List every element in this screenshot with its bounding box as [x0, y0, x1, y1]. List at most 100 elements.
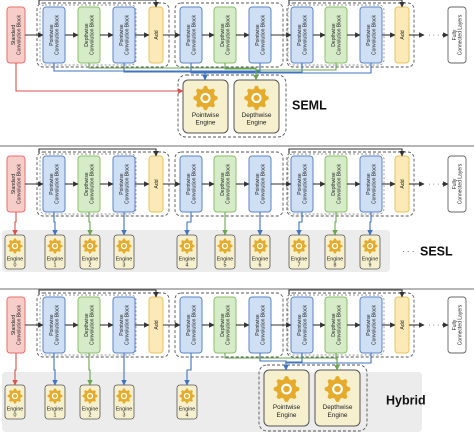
fully-connected-layers: FullyConnected Layers [447, 155, 467, 213]
block-label: Add [154, 320, 160, 329]
engine-label-line: Depthwise [242, 112, 272, 119]
depthwise-conv-block: DepthwiseConvolution Block [213, 155, 237, 213]
block-label: PointwiseConvolution Block [186, 14, 198, 55]
block-label-text: DepthwiseConvolution Block [84, 304, 96, 345]
block-label: PointwiseConvolution Block [119, 304, 131, 345]
gear-core [13, 244, 17, 248]
pointwise-conv-block: PointwiseConvolution Block [248, 155, 272, 213]
pointwise-conv-block: PointwiseConvolution Block [359, 6, 383, 64]
engine-label-line: Engine [277, 412, 297, 419]
gear-icon [252, 238, 268, 254]
gear-icon [82, 238, 98, 254]
engine-label: Engine [47, 256, 64, 262]
block-label-text: PointwiseConvolution Block [255, 14, 267, 55]
map-pointwise [204, 63, 303, 80]
fc-label: FullyConnected Layers [452, 14, 464, 55]
standard-conv-block: StandardConvolution Block [6, 296, 26, 354]
block-label-line: Fully [452, 319, 458, 330]
block-label-line: Depthwise [331, 23, 337, 47]
gear-core [202, 94, 209, 102]
block-label-line: Fully [452, 29, 458, 40]
gear-core [223, 244, 227, 248]
engine-index: 3 [123, 262, 126, 268]
block-label: StandardConvolution Block [11, 14, 23, 55]
gear-core [88, 244, 92, 248]
engine-index: 4 [186, 262, 189, 268]
block-label-line: Pointwise [255, 173, 261, 195]
block-label: DepthwiseConvolution Block [84, 14, 96, 55]
block-label: DepthwiseConvolution Block [331, 304, 343, 345]
block-label-line: Connected Layers [458, 163, 464, 204]
block-label-line: Convolution Block [125, 14, 131, 55]
map-pointwise [123, 63, 206, 80]
fully-connected-layers: FullyConnected Layers [447, 6, 467, 64]
block-label-text: DepthwiseConvolution Block [220, 14, 232, 55]
block-label-line: Fully [452, 178, 458, 189]
network-row: StandardConvolution Block PointwiseConvol… [6, 0, 467, 68]
pointwise-conv-block: PointwiseConvolution Block [42, 6, 66, 64]
block-label-line: Connected Layers [458, 14, 464, 55]
map-pointwise [259, 353, 289, 371]
block-label-text: PointwiseConvolution Block [119, 304, 131, 345]
fully-connected-layers: FullyConnected Layers [447, 296, 467, 354]
block-label-text: StandardConvolution Block [11, 14, 23, 55]
pointwise-conv-block: PointwiseConvolution Block [290, 155, 314, 213]
block-label-line: Depthwise [331, 172, 337, 196]
engine-label-line: Engine [196, 120, 216, 127]
block-label: Add [154, 179, 160, 188]
block-label-line: Convolution Block [17, 14, 23, 55]
skip-connection [288, 0, 405, 8]
block-label-line: Pointwise [255, 314, 261, 336]
block-label-line: Convolution Block [303, 163, 309, 204]
gear-core [253, 94, 260, 102]
block-label-line: Convolution Block [303, 14, 309, 55]
block-label-text: Add [154, 30, 160, 39]
panel-ellipsis: · · · [402, 247, 414, 256]
engine-label: Engine [362, 256, 379, 262]
block-label-line: Add [154, 179, 160, 188]
gear-icon [327, 238, 343, 254]
block-label-line: Convolution Block [303, 304, 309, 345]
block-label: DepthwiseConvolution Block [220, 14, 232, 55]
block-label: PointwiseConvolution Block [255, 14, 267, 55]
engine-label: Engine [7, 406, 24, 412]
block-label-line: Depthwise [220, 313, 226, 337]
pointwise-conv-block: PointwiseConvolution Block [359, 155, 383, 213]
engine-group [177, 74, 287, 138]
block-label-line: Pointwise [297, 314, 303, 336]
block-label-line: Depthwise [84, 313, 90, 337]
block-label: PointwiseConvolution Block [366, 304, 378, 345]
block-label: PointwiseConvolution Block [255, 304, 267, 345]
engine-index: 1 [54, 262, 57, 268]
depthwise-conv-block: DepthwiseConvolution Block [77, 6, 101, 64]
gear-core [258, 244, 262, 248]
block-label: PointwiseConvolution Block [49, 14, 61, 55]
add-conv-block: Add [148, 6, 164, 64]
gear-icon [244, 85, 269, 111]
pointwise-conv-block: PointwiseConvolution Block [248, 296, 272, 354]
block-label-text: Add [400, 320, 406, 329]
block-label: StandardConvolution Block [11, 163, 23, 204]
block-label-text: DepthwiseConvolution Block [84, 163, 96, 204]
